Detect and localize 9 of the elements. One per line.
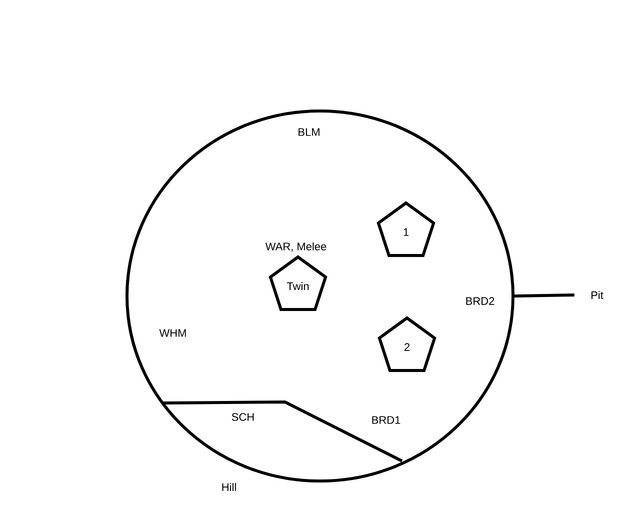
- area-label: Hill: [222, 483, 236, 491]
- connector-line: [514, 294, 574, 298]
- area-label: BLM: [298, 128, 320, 136]
- arena-circle: [126, 110, 514, 482]
- place-label: Pit: [592, 290, 604, 300]
- area-label: WHM: [159, 329, 186, 337]
- area-label: SCH: [232, 413, 254, 421]
- area-label: BRD1: [372, 416, 400, 424]
- area-label: BRD2: [466, 297, 494, 305]
